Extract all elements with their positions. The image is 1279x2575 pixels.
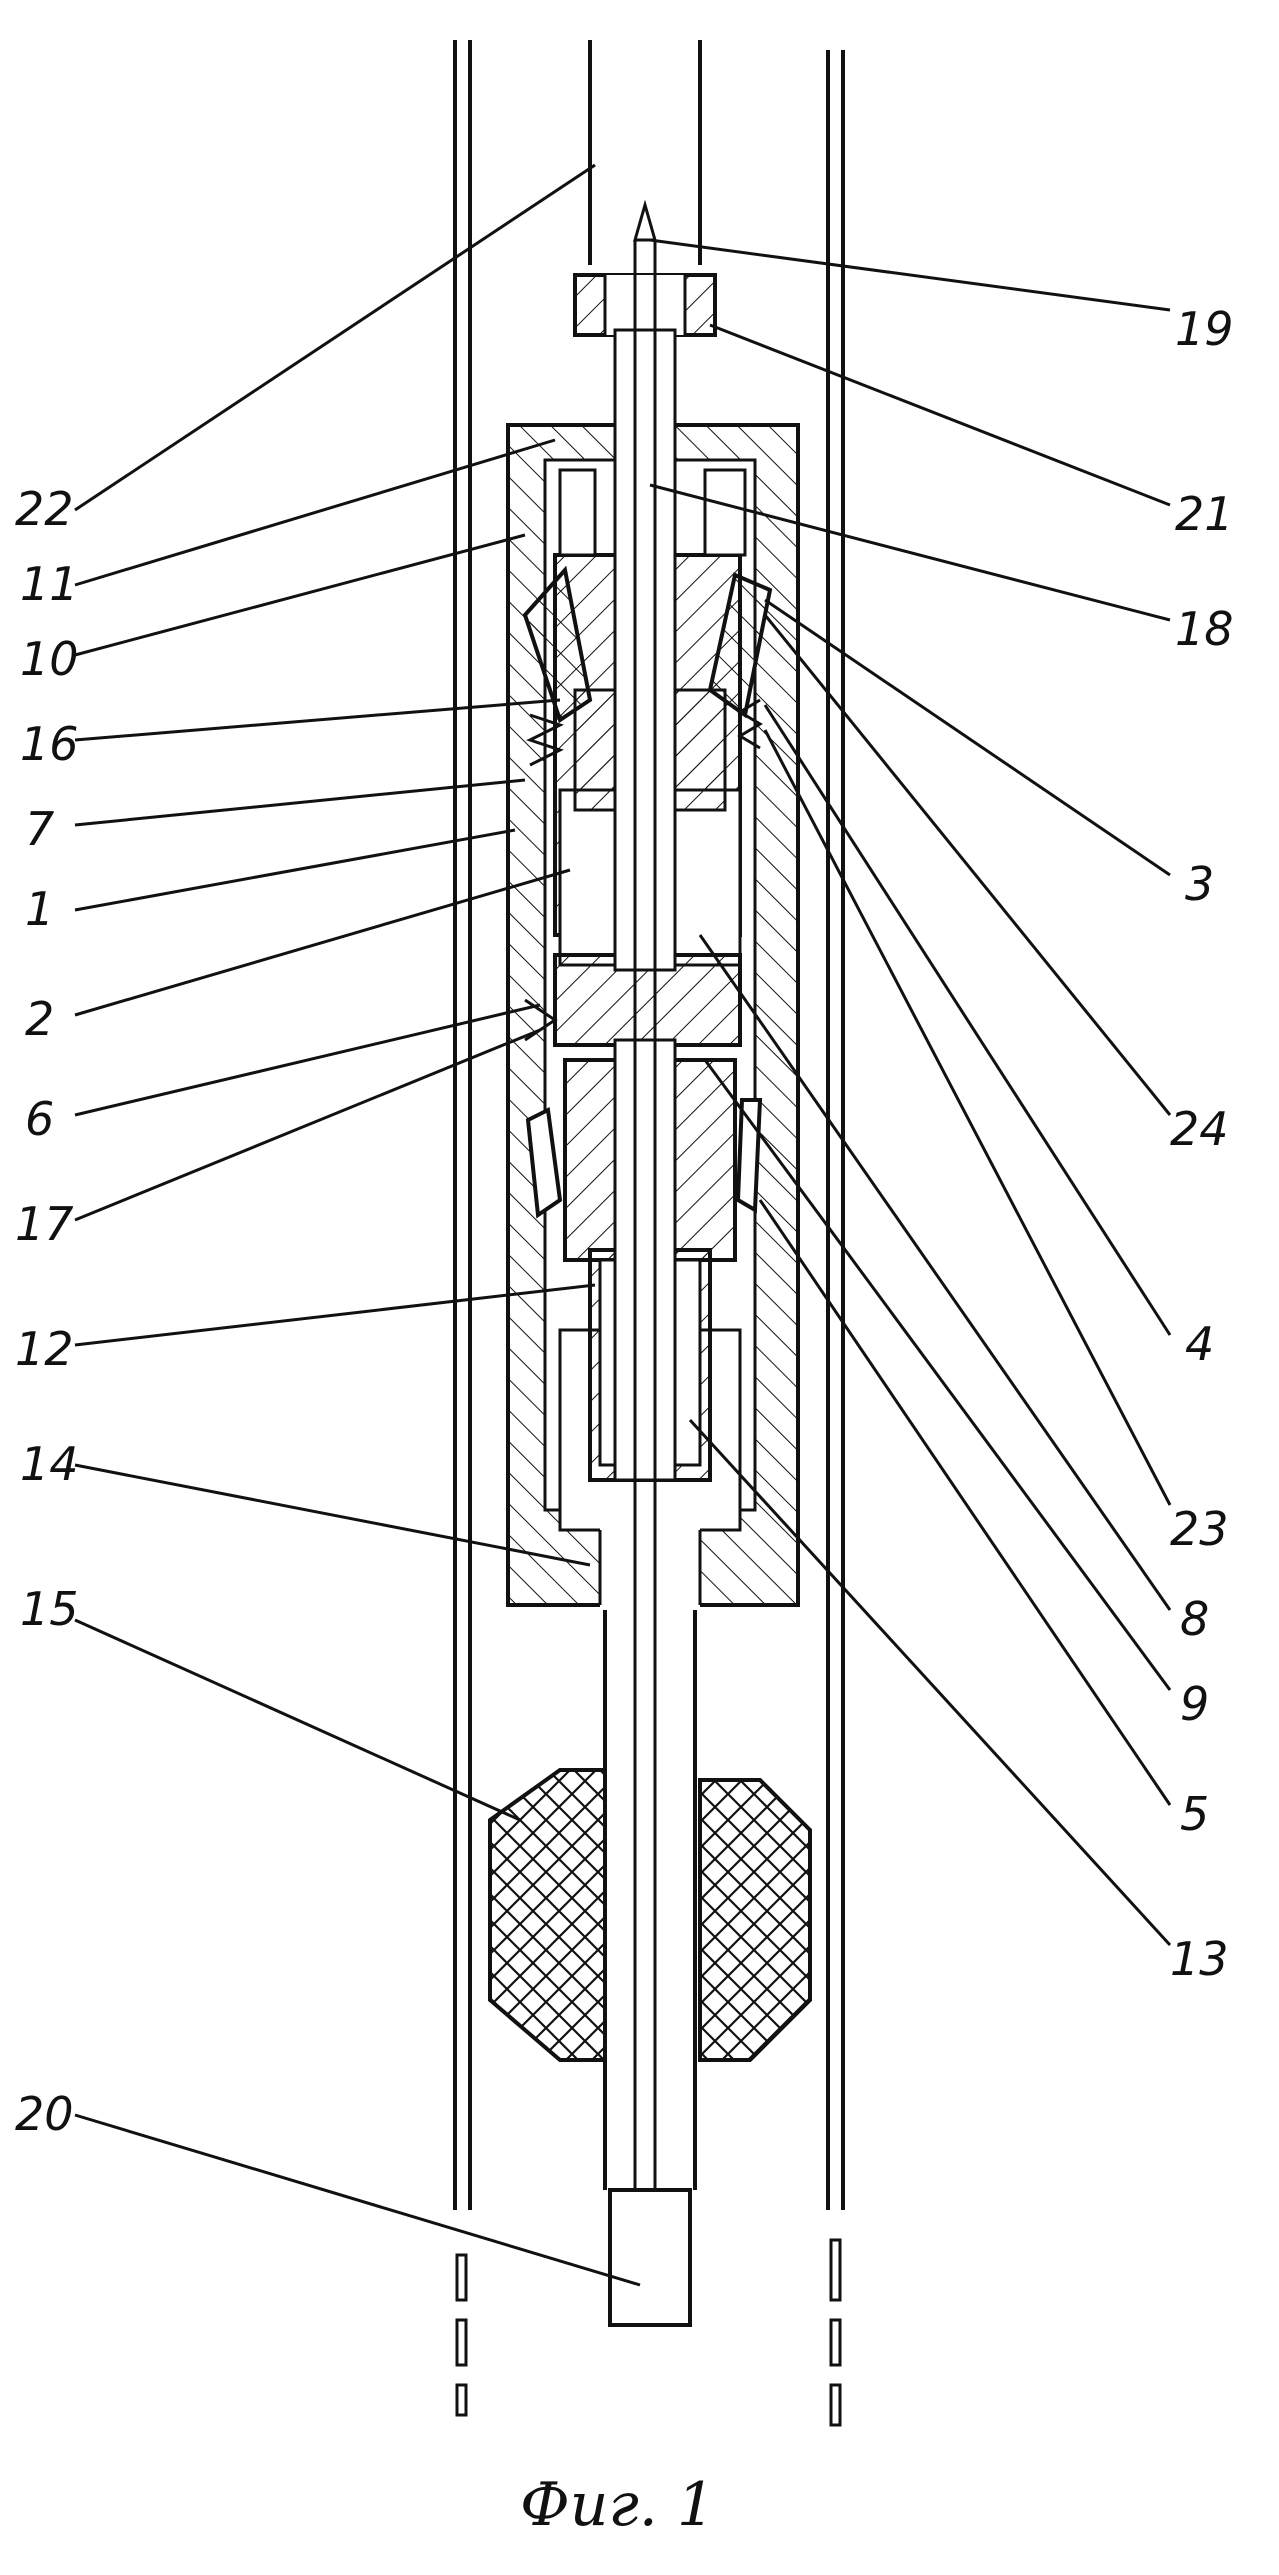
label-15: 15: [20, 1582, 79, 1636]
label-22: 22: [15, 482, 74, 536]
label-7: 7: [25, 802, 54, 856]
label-8: 8: [1180, 1592, 1209, 1646]
label-11: 11: [20, 557, 79, 611]
label-3: 3: [1185, 857, 1214, 911]
label-19: 19: [1175, 302, 1234, 356]
label-10: 10: [20, 632, 79, 686]
label-24: 24: [1170, 1102, 1229, 1156]
label-4: 4: [1185, 1317, 1214, 1371]
label-20: 20: [15, 2087, 74, 2141]
label-1: 1: [25, 882, 54, 936]
label-17: 17: [15, 1197, 74, 1251]
label-6: 6: [25, 1092, 54, 1146]
figure-caption: Фиг. 1: [520, 2470, 715, 2540]
label-14: 14: [20, 1437, 79, 1491]
label-9: 9: [1180, 1677, 1209, 1731]
label-23: 23: [1170, 1502, 1229, 1556]
label-21: 21: [1175, 487, 1234, 541]
label-16: 16: [20, 717, 79, 771]
label-18: 18: [1175, 602, 1234, 656]
label-5: 5: [1180, 1787, 1209, 1841]
coupling-21: [575, 275, 715, 335]
label-2: 2: [25, 992, 54, 1046]
sensor-20: [610, 2190, 690, 2325]
packer-15: [490, 1770, 810, 2060]
label-13: 13: [1170, 1932, 1229, 1986]
label-12: 12: [15, 1322, 74, 1376]
slip-right-lower: [738, 1100, 760, 1210]
bore-18: [615, 330, 675, 1480]
neck-14: [605, 1610, 695, 2190]
